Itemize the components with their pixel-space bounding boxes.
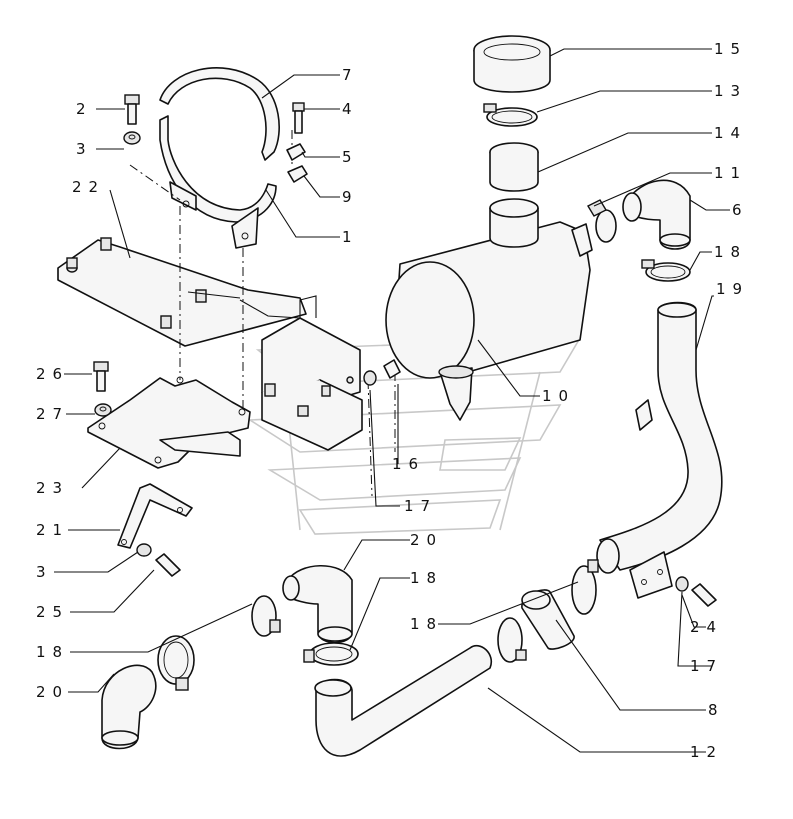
callout-1: 1 — [342, 228, 359, 246]
sleeve-8 — [521, 589, 575, 650]
bolt-4 — [292, 102, 305, 134]
callouts: 2 3 7 4 5 9 1 22 15 13 14 11 6 18 19 10 … — [36, 40, 749, 761]
washer-17b — [675, 576, 689, 592]
callout-10: 10 — [542, 387, 575, 405]
callout-3: 3 — [76, 140, 93, 158]
callout-20: 20 — [410, 531, 443, 549]
pin-5 — [286, 143, 306, 161]
clamp-18e — [251, 595, 281, 637]
clamp-18a — [641, 259, 691, 282]
washer-3b — [136, 543, 152, 557]
callout-12: 12 — [690, 743, 723, 761]
callout-21: 21 — [36, 521, 69, 539]
pipe-12 — [314, 644, 493, 757]
callout-22: 22 — [72, 178, 105, 196]
callout-11: 11 — [714, 164, 747, 182]
bolt-24 — [691, 583, 717, 607]
callout-18b: 18 — [410, 569, 443, 587]
washer-27 — [94, 403, 112, 417]
clamp-band — [159, 67, 280, 249]
callout-24: 24 — [690, 618, 723, 636]
callout-18: 18 — [714, 243, 747, 261]
callout-19: 19 — [716, 280, 749, 298]
sleeve-14 — [489, 142, 539, 192]
bolt-26 — [93, 361, 109, 392]
callout-27: 27 — [36, 405, 69, 423]
callout-6: 6 — [732, 201, 749, 219]
callout-8: 8 — [708, 701, 725, 719]
clamp-18c — [571, 559, 599, 615]
callout-17b: 17 — [690, 657, 723, 675]
leader-lines — [54, 48, 730, 753]
callout-3b: 3 — [36, 563, 53, 581]
washer-3 — [123, 131, 141, 145]
callout-23: 23 — [36, 479, 69, 497]
elbow-6 — [622, 179, 691, 250]
callout-18d: 18 — [36, 643, 69, 661]
washer-17a — [363, 370, 377, 386]
filter-cap — [473, 35, 551, 93]
callout-2: 2 — [76, 100, 93, 118]
callout-14: 14 — [714, 124, 747, 142]
air-filter — [385, 198, 593, 421]
clamp-11 — [587, 199, 617, 243]
bracket-21 — [117, 483, 193, 549]
callout-5: 5 — [342, 148, 359, 166]
callout-9: 9 — [342, 188, 359, 206]
clamp-18d — [497, 617, 527, 663]
pin-9 — [287, 165, 308, 183]
pipe-19 — [596, 301, 723, 599]
mounting-plate — [87, 376, 251, 469]
elbow-20a — [282, 564, 353, 644]
callout-7: 7 — [342, 66, 359, 84]
bolt-16 — [383, 359, 401, 379]
callout-20b: 20 — [36, 683, 69, 701]
base-plate — [57, 237, 307, 347]
clamp-18b — [303, 642, 359, 666]
callout-13: 13 — [714, 82, 747, 100]
callout-17: 17 — [404, 497, 437, 515]
hose-clamp-13 — [483, 103, 538, 127]
clamp-18f — [157, 635, 195, 691]
support-bracket — [239, 295, 363, 451]
callout-26: 26 — [36, 365, 69, 383]
bolt-2 — [124, 94, 140, 125]
callout-25: 25 — [36, 603, 69, 621]
bolt-25 — [155, 553, 181, 577]
callout-18c: 18 — [410, 615, 443, 633]
callout-4: 4 — [342, 100, 359, 118]
elbow-20b — [101, 664, 157, 750]
callout-16: 16 — [392, 455, 425, 473]
callout-15: 15 — [714, 40, 747, 58]
assembly-lines — [129, 130, 396, 497]
